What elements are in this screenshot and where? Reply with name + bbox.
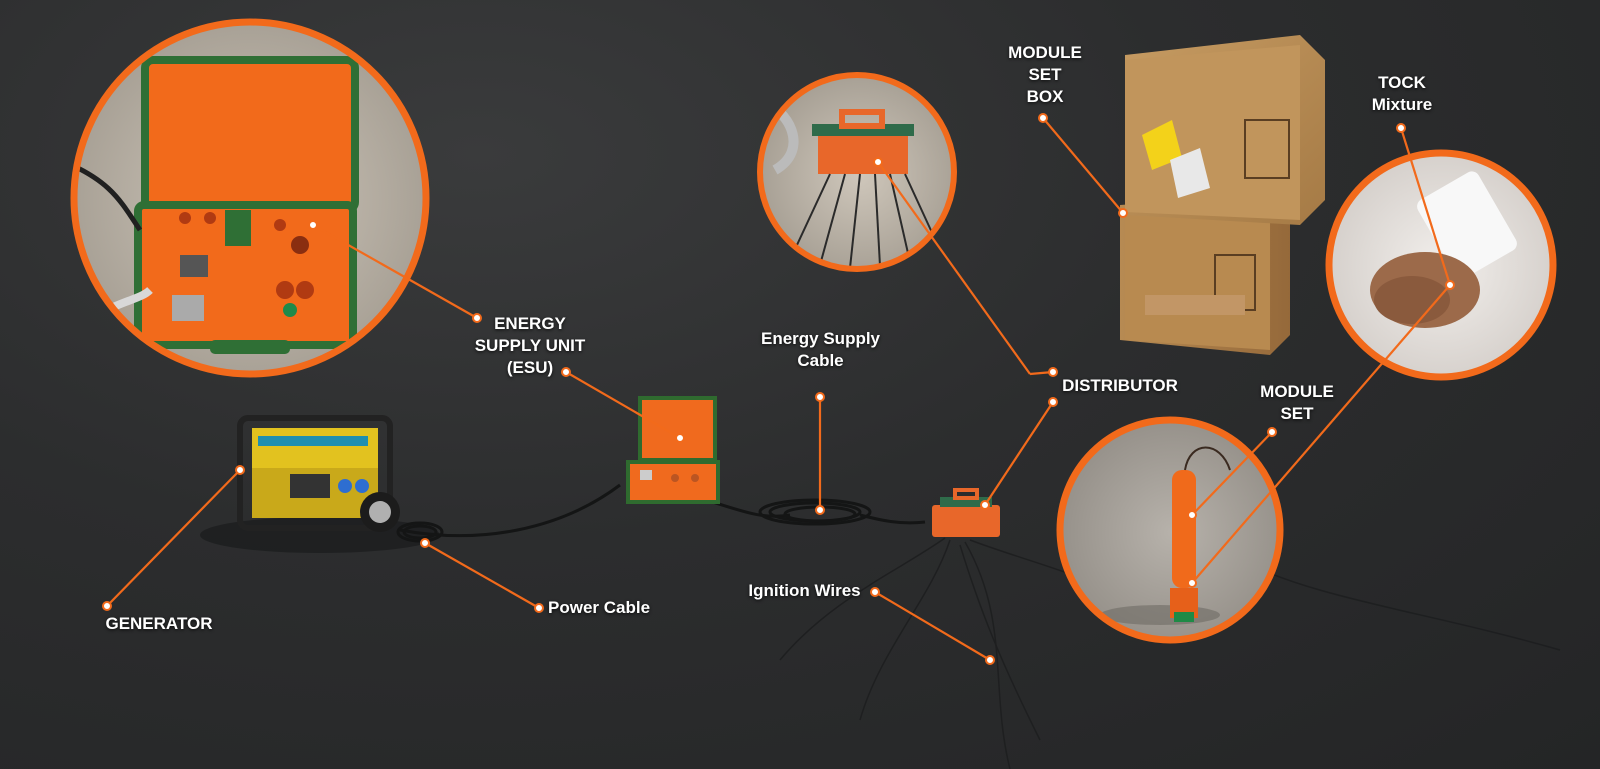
label-distributor: DISTRIBUTOR	[1055, 375, 1185, 397]
distributor-closeup-circle	[757, 72, 957, 272]
label-ignition-wires: Ignition Wires	[737, 580, 872, 602]
leader-lines	[106, 117, 1452, 661]
esu-closeup-circle	[70, 18, 430, 378]
label-module-set-box: MODULE SET BOX	[1000, 42, 1090, 108]
label-tock-mixture-line-1: TOCK	[1378, 73, 1426, 92]
label-esu: ENERGY SUPPLY UNIT (ESU)	[455, 313, 605, 379]
tock-mixture-closeup-circle	[1325, 149, 1557, 381]
label-module-set-line-2: SET	[1280, 404, 1314, 423]
esu-illustration	[626, 396, 720, 504]
label-module-set-box-line-2: SET	[1028, 65, 1062, 84]
label-module-set-box-line-3: BOX	[1026, 87, 1064, 106]
label-generator: GENERATOR	[100, 613, 218, 635]
label-ignition-wires-line: Ignition Wires	[748, 581, 861, 600]
leader-dots	[102, 113, 1455, 665]
label-tock-mixture-line-2: Mixture	[1371, 95, 1433, 114]
label-module-set-line-1: MODULE	[1260, 382, 1334, 401]
label-energy-supply-cable-line-1: Energy Supply	[760, 329, 881, 348]
label-tock-mixture: TOCK Mixture	[1352, 72, 1452, 116]
label-distributor-line: DISTRIBUTOR	[1062, 376, 1178, 395]
label-module-set: MODULE SET	[1252, 381, 1342, 425]
label-esu-line-2: SUPPLY UNIT	[474, 336, 586, 355]
module-set-closeup-circle	[1056, 416, 1284, 644]
label-power-cable: Power Cable	[548, 597, 668, 619]
label-esu-line-3: (ESU)	[506, 358, 554, 377]
label-generator-line: GENERATOR	[105, 614, 213, 633]
label-module-set-box-line-1: MODULE	[1008, 43, 1082, 62]
label-energy-supply-cable: Energy Supply Cable	[748, 328, 893, 372]
module-set-box-illustration	[1120, 35, 1325, 355]
label-esu-line-1: ENERGY	[494, 314, 566, 333]
generator-illustration	[200, 415, 440, 553]
label-power-cable-line: Power Cable	[548, 598, 651, 617]
label-energy-supply-cable-line-2: Cable	[797, 351, 844, 370]
distributor-illustration	[932, 488, 1000, 537]
